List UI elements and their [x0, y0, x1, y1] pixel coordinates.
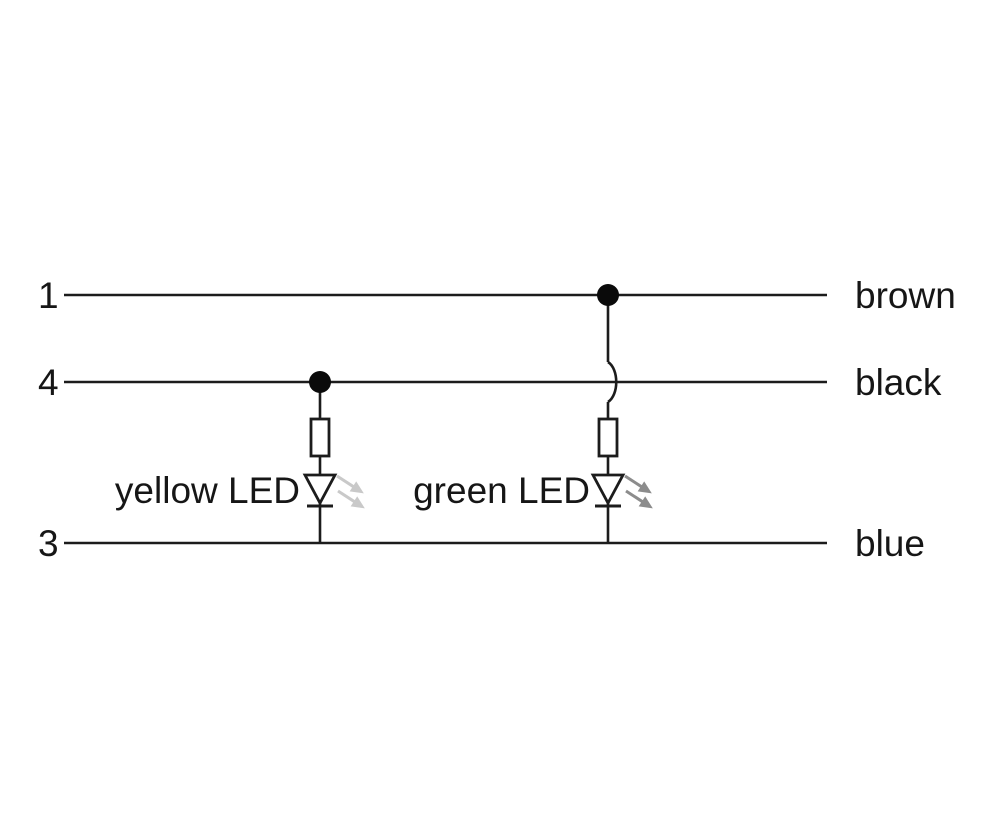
junction-dot-brown: [597, 284, 619, 306]
arrow-head: [350, 496, 365, 509]
yellow-led-label: yellow LED: [115, 470, 300, 511]
junction-dot-black: [309, 371, 331, 393]
wire-black: 4 black: [38, 362, 942, 403]
resistor-yellow: [309, 417, 331, 458]
green-led-triangle: [590, 473, 626, 506]
wire-blue: 3 blue: [38, 523, 925, 564]
arrow-shaft: [336, 474, 356, 489]
arrow-shaft: [337, 489, 357, 504]
wire-hop-over-black: [607, 360, 618, 404]
pin-3-label: 3: [38, 523, 59, 564]
arrow-head: [638, 496, 653, 509]
pin-1-label: 1: [38, 275, 59, 316]
wire-brown: 1 brown: [38, 275, 956, 316]
green-led-label: green LED: [413, 470, 590, 511]
wire-brown-color-label: brown: [855, 275, 956, 316]
wire-black-color-label: black: [855, 362, 942, 403]
resistor-green: [597, 417, 619, 458]
arrow-shaft: [624, 474, 644, 489]
arrow-shaft: [625, 489, 645, 504]
yellow-led-branch: yellow LED: [115, 371, 365, 543]
arrow-head: [637, 481, 652, 494]
yellow-led-triangle: [302, 473, 338, 506]
yellow-led-light-arrow-2: [337, 489, 365, 509]
green-led-light-arrow-1: [624, 474, 652, 494]
arrow-head: [349, 481, 364, 494]
green-led-light-arrow-2: [625, 489, 653, 509]
green-led-branch: green LED: [413, 284, 653, 543]
wire-blue-color-label: blue: [855, 523, 925, 564]
yellow-led-light-arrow-1: [336, 474, 364, 494]
pin-4-label: 4: [38, 362, 59, 403]
